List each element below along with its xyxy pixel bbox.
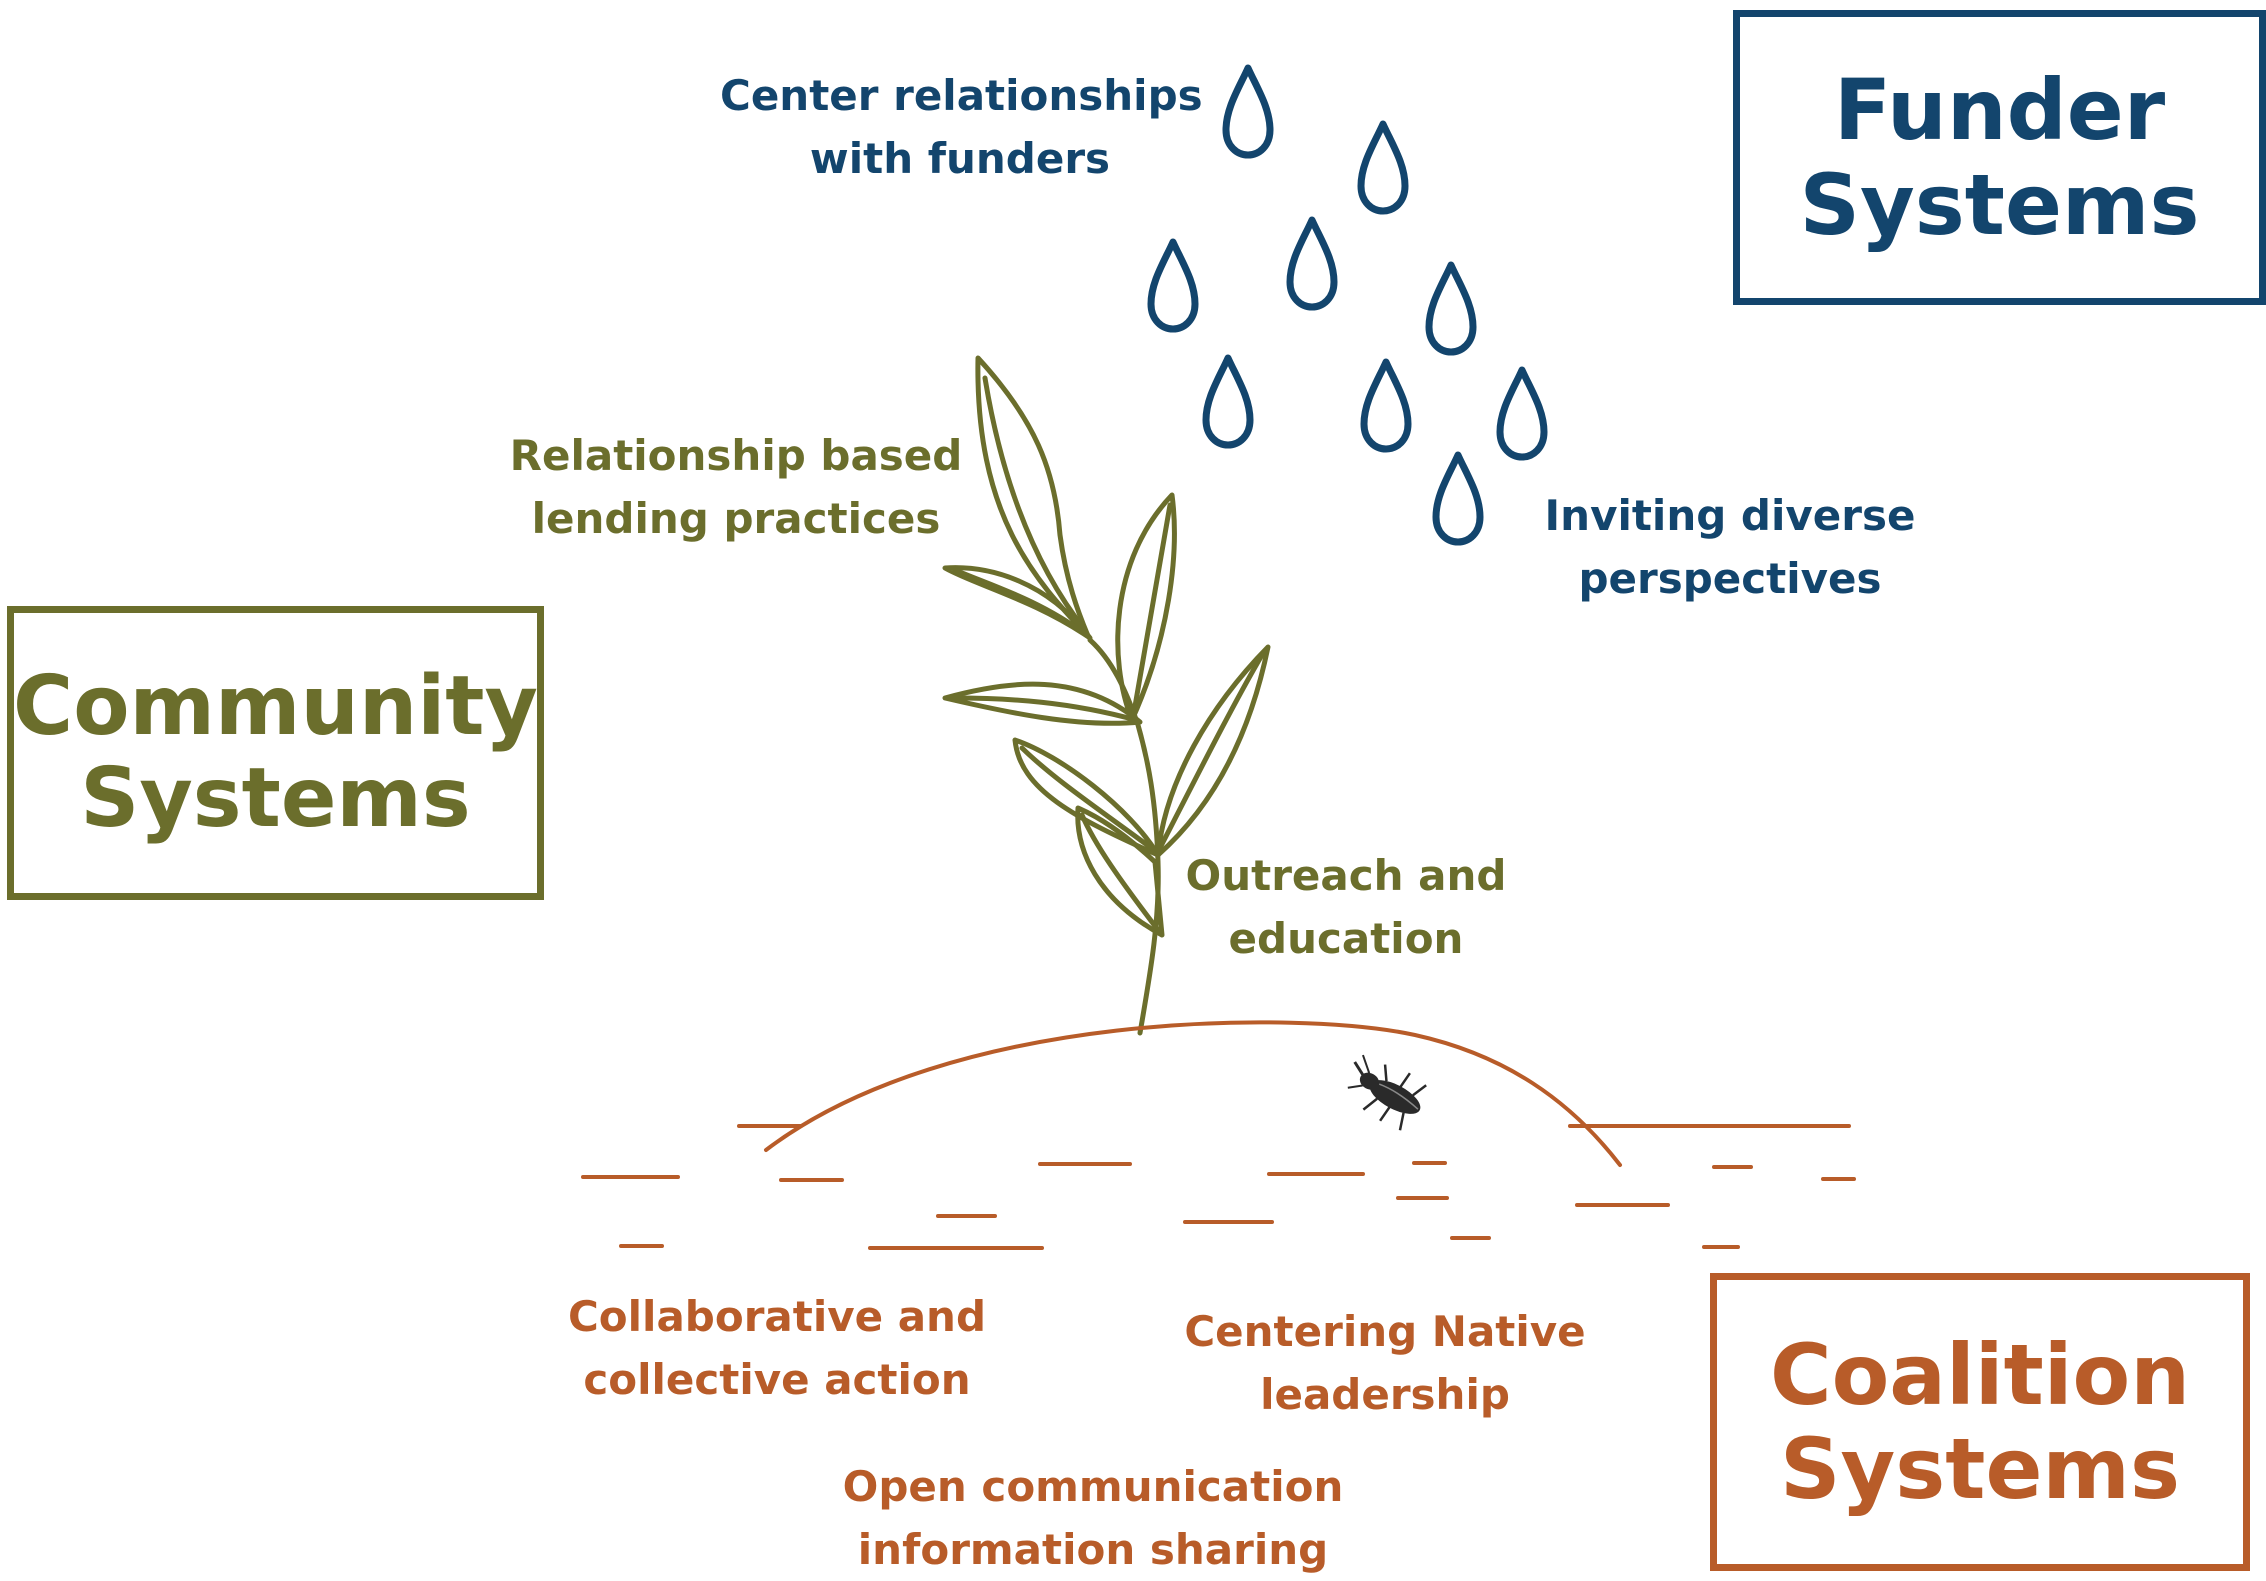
raindrop-icon xyxy=(1429,265,1473,352)
inviting-diverse-line2: perspectives xyxy=(1578,554,1882,603)
raindrop-icon xyxy=(1206,358,1250,445)
community-systems-line1: Community xyxy=(13,659,538,755)
centering-native-line1: Centering Native xyxy=(1184,1307,1586,1356)
raindrop-icon xyxy=(1290,220,1334,307)
relationship-lending-line2: lending practices xyxy=(531,494,941,543)
inviting-diverse-label: Inviting diverse perspectives xyxy=(1520,484,1940,610)
inviting-diverse-line1: Inviting diverse xyxy=(1544,491,1916,540)
raindrop-icon xyxy=(1151,242,1195,329)
raindrops xyxy=(1151,68,1544,542)
raindrop-icon xyxy=(1436,455,1480,542)
plant-icon xyxy=(942,355,1271,1036)
open-communication-line1: Open communication xyxy=(842,1462,1344,1511)
center-relationships-label: Center relationships with funders xyxy=(720,64,1203,190)
community-systems-box: Community Systems xyxy=(7,606,544,900)
collaborative-label: Collaborative and collective action xyxy=(555,1285,999,1411)
relationship-lending-label: Relationship based lending practices xyxy=(508,424,964,550)
collaborative-line2: collective action xyxy=(583,1355,971,1404)
funder-systems-line1: Funder xyxy=(1833,61,2166,160)
raindrop-icon xyxy=(1364,362,1408,449)
funder-systems-line2: Systems xyxy=(1799,155,2200,254)
community-systems-line2: Systems xyxy=(80,751,471,846)
coalition-systems-line2: Systems xyxy=(1780,1420,2180,1518)
coalition-systems-line1: Coalition xyxy=(1769,1325,2191,1424)
outreach-line1: Outreach and xyxy=(1185,851,1507,900)
outreach-label: Outreach and education xyxy=(1166,844,1526,970)
open-communication-label: Open communication information sharing xyxy=(833,1455,1353,1581)
centering-native-line2: leadership xyxy=(1260,1370,1510,1419)
raindrop-icon xyxy=(1500,370,1544,457)
relationship-lending-line1: Relationship based xyxy=(509,431,963,480)
funder-systems-box: Funder Systems xyxy=(1733,10,2266,305)
collaborative-line1: Collaborative and xyxy=(567,1292,987,1341)
center-relationships-line1: Center relationships xyxy=(720,71,1203,120)
coalition-systems-box: Coalition Systems xyxy=(1710,1273,2250,1571)
center-relationships-line2: with funders xyxy=(809,134,1111,183)
outreach-line2: education xyxy=(1228,914,1464,963)
open-communication-line2: information sharing xyxy=(857,1525,1329,1574)
ground-lines xyxy=(581,1124,1856,1250)
raindrop-icon xyxy=(1361,124,1405,211)
centering-native-label: Centering Native leadership xyxy=(1170,1300,1600,1426)
soil-mound xyxy=(764,1020,1622,1167)
beetle-icon xyxy=(1347,1054,1427,1131)
raindrop-icon xyxy=(1226,68,1270,155)
